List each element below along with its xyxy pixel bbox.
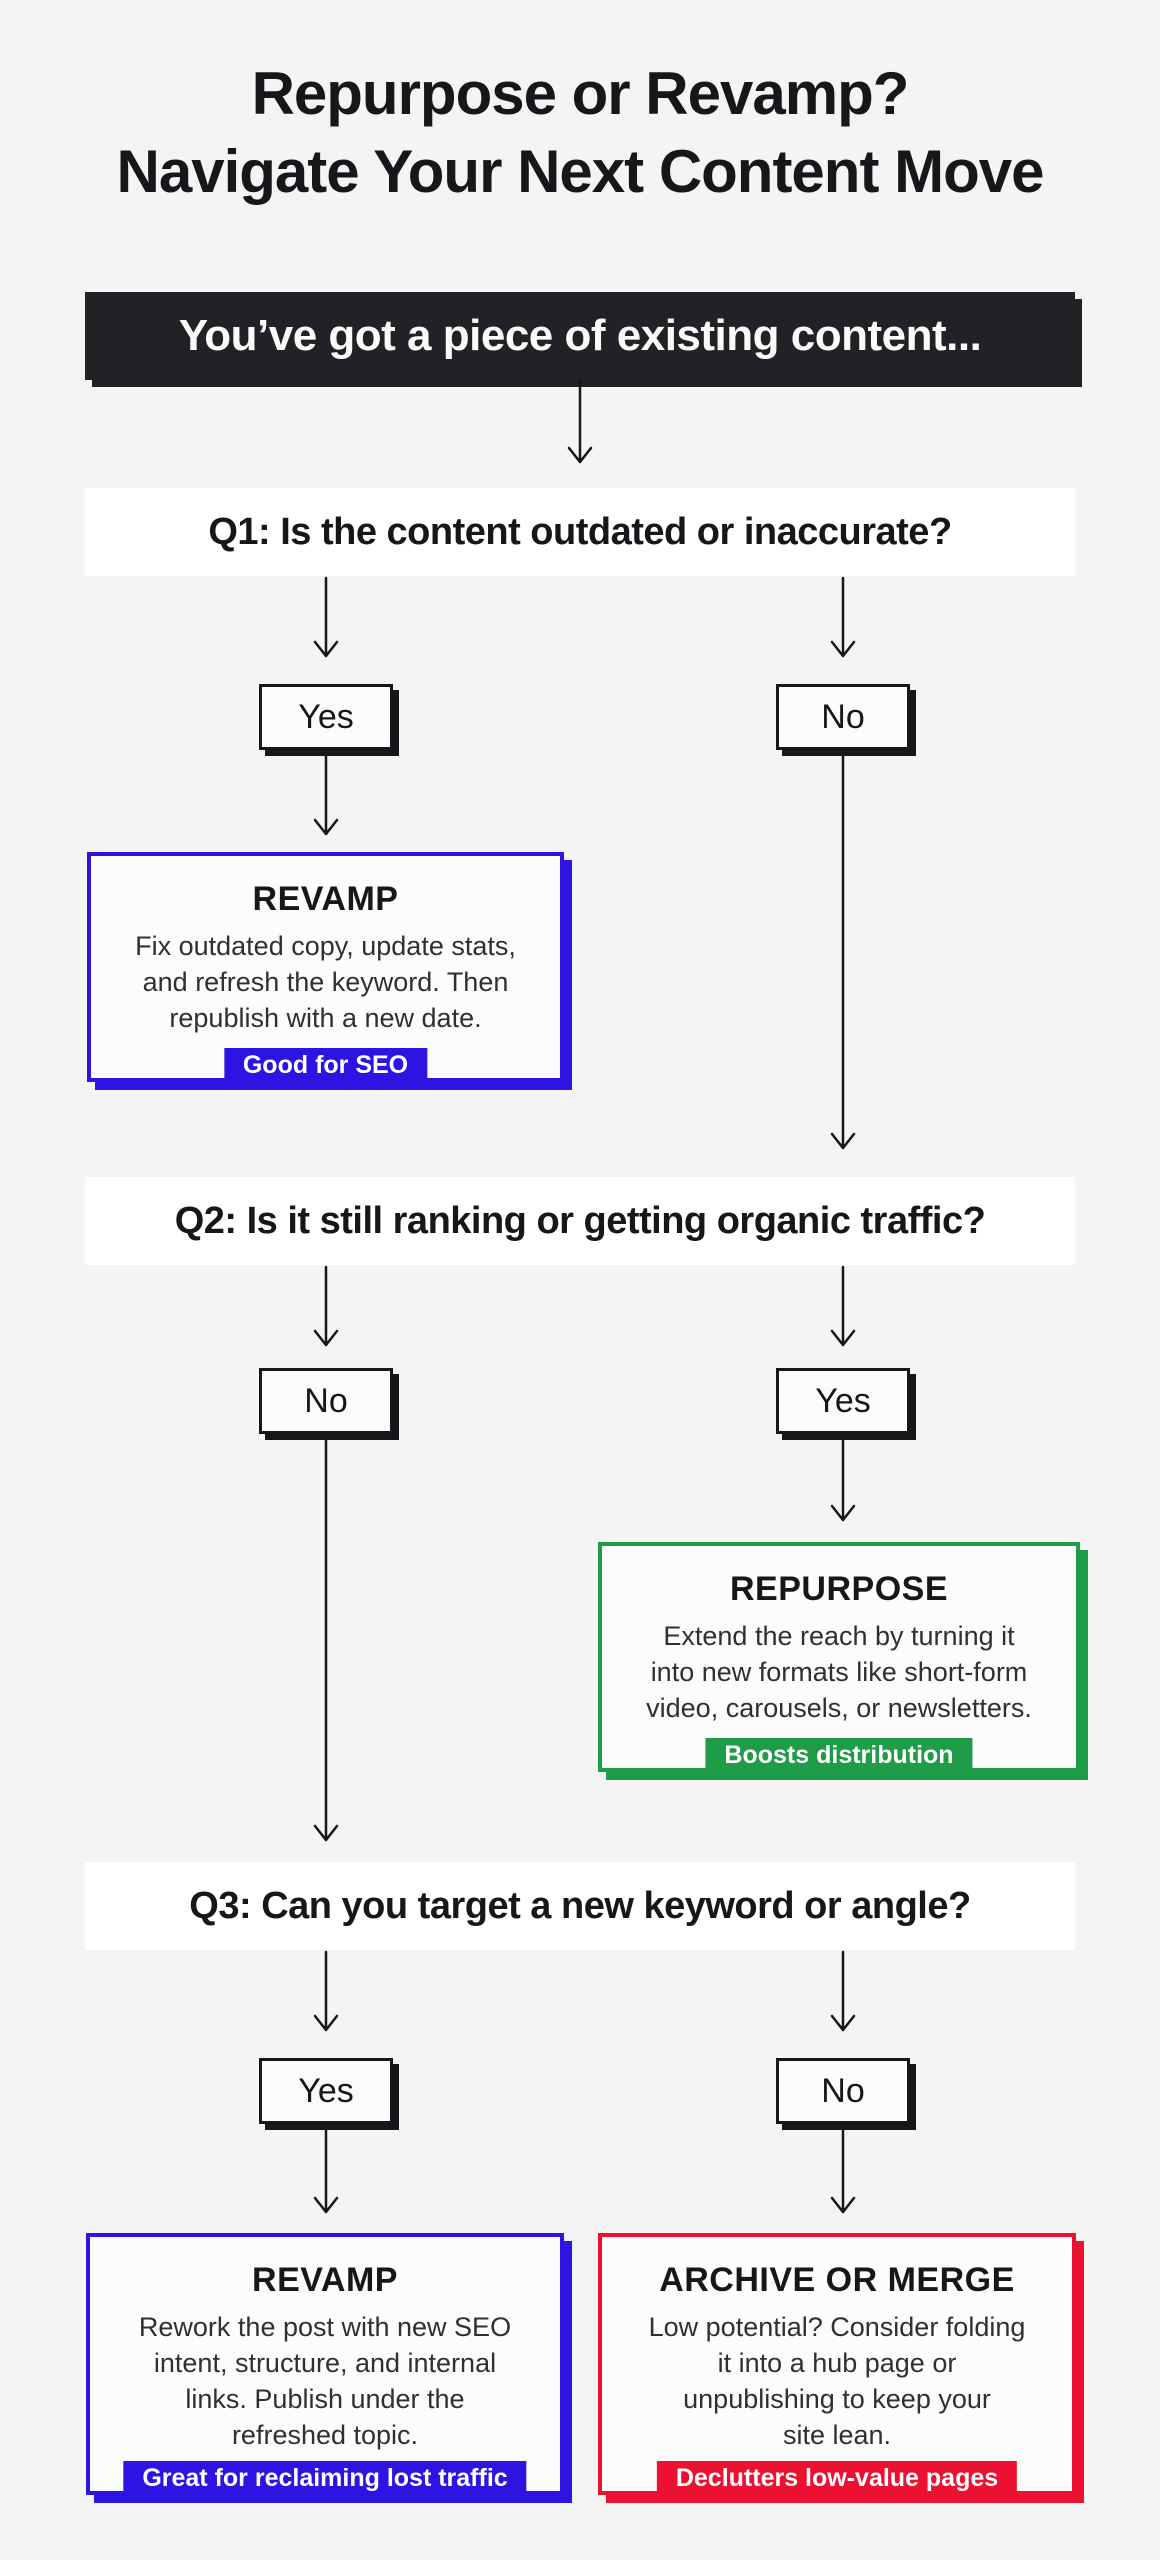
arrow-q1no-to-q2 — [830, 750, 856, 1150]
outcome-archive-body: Low potential? Consider folding it into … — [648, 2312, 1026, 2450]
arrow-q2-to-no — [313, 1265, 339, 1347]
answer-q2-no: No — [259, 1368, 393, 1434]
outcome-repurpose-badge: Boosts distribution — [705, 1738, 973, 1776]
outcome-archive-badge: Declutters low-value pages — [656, 2461, 1018, 2499]
answer-q1-no: No — [776, 684, 910, 750]
outcome-revamp-2-badge: Great for reclaiming lost traffic — [123, 2461, 527, 2499]
arrow-q3yes-to-revamp2 — [313, 2124, 339, 2214]
answer-q1-yes-label: Yes — [298, 697, 354, 736]
outcome-revamp-1-badge: Good for SEO — [223, 1048, 428, 1086]
answer-q3-no-label: No — [821, 2071, 865, 2110]
answer-q2-yes: Yes — [776, 1368, 910, 1434]
page-title-line1: Repurpose or Revamp? — [251, 60, 910, 127]
outcome-revamp-1: REVAMP Fix outdated copy, update stats, … — [87, 852, 564, 1086]
outcome-archive-or-merge: ARCHIVE OR MERGE Low potential? Consider… — [598, 2233, 1076, 2499]
arrow-q2-to-yes — [830, 1265, 856, 1347]
answer-q1-no-label: No — [821, 697, 865, 736]
answer-q1-yes: Yes — [259, 684, 393, 750]
start-node-label: You’ve got a piece of existing content..… — [178, 311, 982, 360]
question-q3-label: Q3: Can you target a new keyword or angl… — [189, 1884, 971, 1927]
start-node: You’ve got a piece of existing content..… — [85, 292, 1075, 380]
outcome-revamp-2-body: Rework the post with new SEO intent, str… — [138, 2312, 512, 2450]
question-band-q1: Q1: Is the content outdated or inaccurat… — [85, 488, 1075, 576]
answer-q3-yes: Yes — [259, 2058, 393, 2124]
arrow-q2no-to-q3 — [313, 1434, 339, 1842]
question-q1-label: Q1: Is the content outdated or inaccurat… — [208, 510, 952, 553]
question-band-q3: Q3: Can you target a new keyword or angl… — [85, 1862, 1075, 1950]
question-band-q2: Q2: Is it still ranking or getting organ… — [85, 1177, 1075, 1265]
arrow-q1-to-no — [830, 576, 856, 658]
outcome-repurpose: REPURPOSE Extend the reach by turning it… — [598, 1542, 1080, 1776]
outcome-revamp-2-title: REVAMP — [252, 2261, 398, 2299]
answer-q3-no: No — [776, 2058, 910, 2124]
arrow-start-to-q1 — [567, 378, 593, 464]
arrow-q2yes-to-repurpose — [830, 1434, 856, 1522]
arrow-q1-to-yes — [313, 576, 339, 658]
arrow-q3no-to-archive — [830, 2124, 856, 2214]
outcome-repurpose-body: Extend the reach by turning it into new … — [646, 1621, 1032, 1723]
outcome-archive-title: ARCHIVE OR MERGE — [659, 2261, 1015, 2299]
outcome-revamp-1-body: Fix outdated copy, update stats, and ref… — [135, 931, 516, 1033]
page-title: Repurpose or Revamp? Navigate Your Next … — [0, 55, 1160, 211]
arrow-q1yes-to-revamp — [313, 750, 339, 836]
outcome-revamp-1-title: REVAMP — [252, 880, 399, 918]
outcome-revamp-2: REVAMP Rework the post with new SEO inte… — [86, 2233, 564, 2499]
answer-q2-no-label: No — [304, 1381, 348, 1420]
arrow-q3-to-no — [830, 1950, 856, 2032]
arrow-q3-to-yes — [313, 1950, 339, 2032]
answer-q3-yes-label: Yes — [298, 2071, 354, 2110]
outcome-repurpose-title: REPURPOSE — [730, 1570, 948, 1608]
page-title-line2: Navigate Your Next Content Move — [116, 138, 1045, 205]
answer-q2-yes-label: Yes — [815, 1381, 871, 1420]
question-q2-label: Q2: Is it still ranking or getting organ… — [174, 1199, 986, 1242]
